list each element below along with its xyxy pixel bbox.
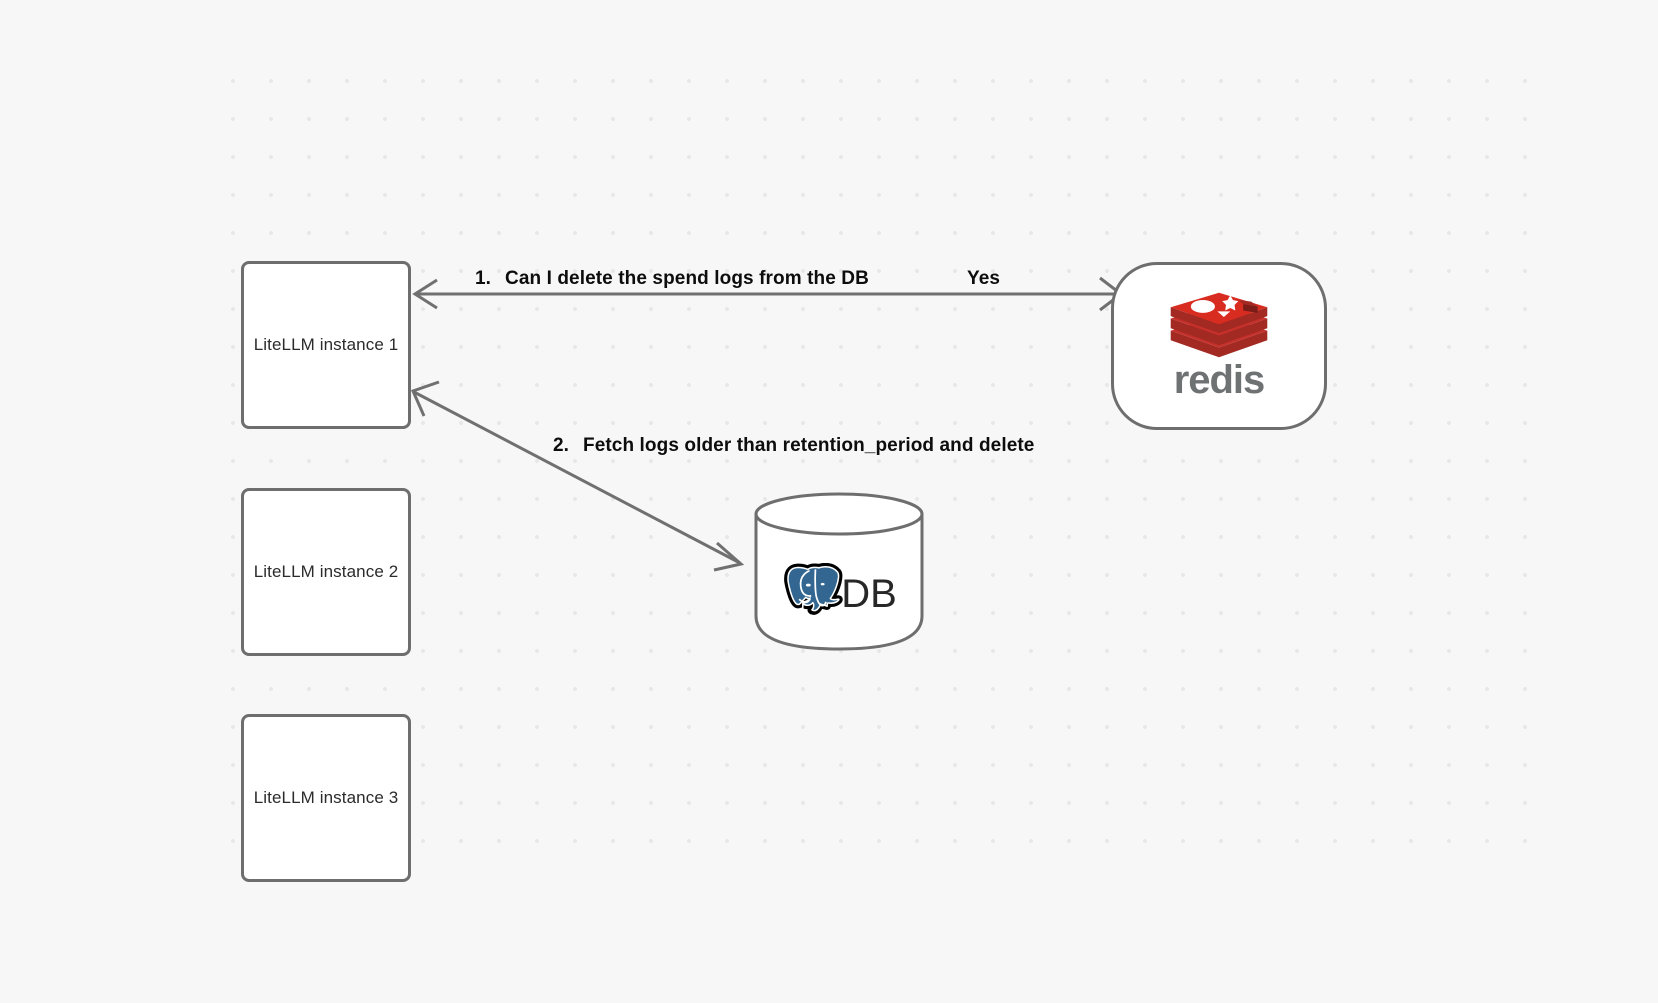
node-litellm-instance-2-label: LiteLLM instance 2: [253, 562, 399, 581]
redis-logo-icon: [1170, 292, 1268, 358]
node-db[interactable]: DB: [753, 492, 925, 652]
edge-1-number: 1.: [475, 268, 492, 289]
node-litellm-instance-3-label: LiteLLM instance 3: [253, 788, 399, 807]
arrowhead-left: [412, 278, 438, 310]
edge-1-label: Can I delete the spend logs from the DB: [505, 268, 869, 289]
arrowhead-downright: [713, 541, 745, 572]
node-litellm-instance-1-label: LiteLLM instance 1: [253, 335, 399, 354]
redis-wordmark-label: redis: [1173, 358, 1266, 402]
edge-litellm1-db: [410, 380, 745, 572]
node-litellm-instance-3[interactable]: LiteLLM instance 3: [241, 714, 411, 882]
node-redis[interactable]: redis: [1111, 262, 1327, 430]
node-litellm-instance-1[interactable]: LiteLLM instance 1: [241, 261, 411, 429]
node-db-label: DB: [841, 572, 897, 616]
postgresql-elephant-icon: [784, 563, 843, 625]
edge-2-label: Fetch logs older than retention_period a…: [583, 435, 1035, 456]
node-litellm-instance-2[interactable]: LiteLLM instance 2: [241, 488, 411, 656]
edge-1-reply-label: Yes: [967, 268, 1001, 289]
arrowhead-upleft: [410, 380, 440, 417]
edge-2-number: 2.: [553, 435, 570, 456]
